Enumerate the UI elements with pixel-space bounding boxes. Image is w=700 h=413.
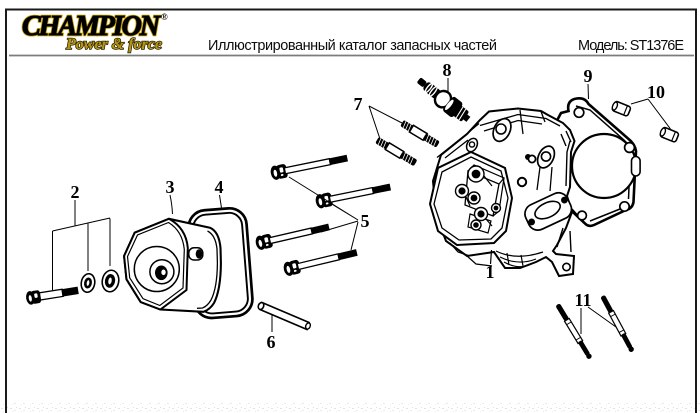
svg-text:7: 7	[354, 94, 363, 114]
svg-text:6: 6	[267, 332, 276, 352]
svg-text:Модель: ST1376E: Модель: ST1376E	[578, 38, 684, 54]
svg-text:Power & force: Power & force	[65, 36, 162, 53]
svg-text:2: 2	[71, 182, 80, 202]
svg-text:9: 9	[584, 66, 593, 86]
svg-text:11: 11	[574, 290, 591, 310]
svg-text:CHAMPION: CHAMPION	[22, 11, 162, 42]
svg-text:®: ®	[161, 12, 168, 22]
svg-text:Иллюстрированный каталог запас: Иллюстрированный каталог запасных частей	[208, 38, 497, 54]
svg-text:3: 3	[166, 177, 175, 197]
svg-text:5: 5	[361, 211, 370, 231]
svg-text:10: 10	[647, 82, 665, 102]
svg-text:4: 4	[215, 177, 224, 197]
svg-text:1: 1	[486, 262, 495, 282]
svg-text:Power & force: Power & force	[65, 36, 162, 53]
svg-text:8: 8	[443, 60, 452, 80]
svg-text:CHAMPION: CHAMPION	[22, 11, 162, 42]
